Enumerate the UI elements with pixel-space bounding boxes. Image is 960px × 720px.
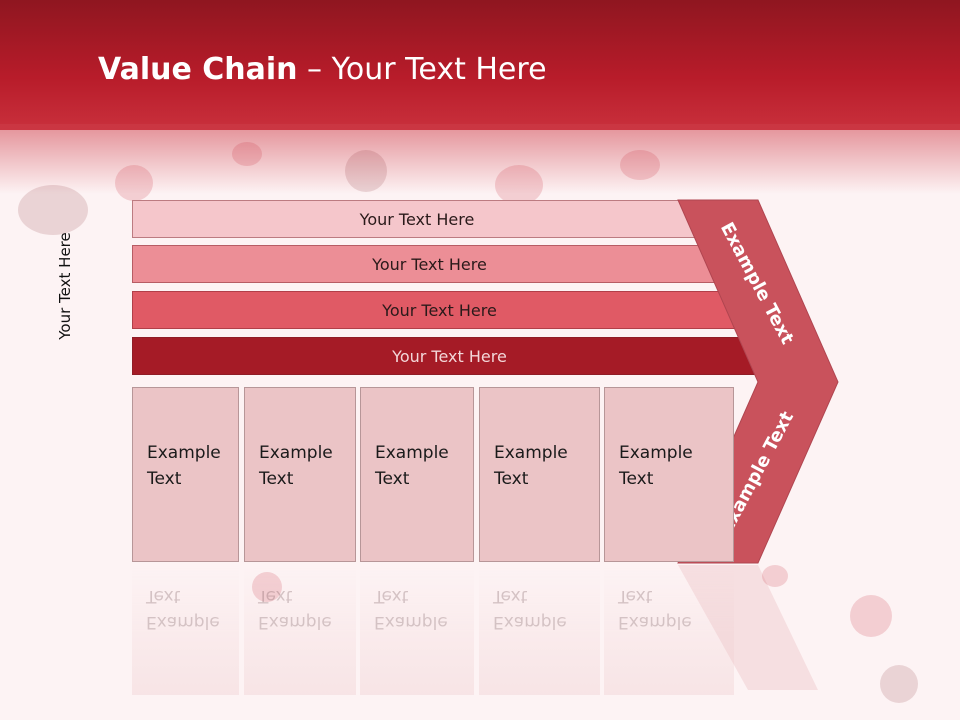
reflection-line: Text [374, 586, 409, 606]
column-line1: Example [147, 443, 221, 463]
bar-label: Your Text Here [382, 300, 497, 320]
reflection-line: Text [258, 586, 293, 606]
splatter-blob [620, 150, 660, 180]
bar-label: Your Text Here [359, 209, 475, 229]
column-reflection: Example Text [479, 565, 600, 695]
splatter-blob [252, 572, 282, 602]
column-line2: Text [147, 469, 182, 489]
reflection-line: Example [493, 612, 567, 632]
bar-row-4: Your Text Here [132, 337, 767, 375]
column-line2: Text [619, 469, 654, 489]
column-line2: Text [375, 469, 410, 489]
reflection-line: Example [146, 612, 220, 632]
reflection-line: Text [618, 586, 653, 606]
column-line2: Text [494, 469, 529, 489]
splatter-blob [18, 185, 88, 235]
page-title: Value Chain – Your Text Here [98, 52, 547, 87]
bar-label: Your Text Here [392, 346, 507, 366]
column-reflection: Example Text [604, 565, 734, 695]
chevron-shape [677, 199, 839, 564]
chevron-reflection [678, 565, 818, 690]
reflection-line: Text [146, 586, 181, 606]
bar-row-2: Your Text Here [132, 245, 727, 283]
column-line1: Example [259, 443, 333, 463]
splatter-blob [880, 665, 918, 703]
column-line1: Example [619, 443, 693, 463]
splatter-blob [762, 565, 788, 587]
bar-row-1: Your Text Here [132, 200, 702, 238]
title-rest: – Your Text Here [297, 52, 547, 87]
splatter-blob [850, 595, 892, 637]
splatter-blob [345, 150, 387, 192]
header-banner [0, 0, 960, 130]
column-line1: Example [375, 443, 449, 463]
splatter-blob [115, 165, 153, 201]
title-bold: Value Chain [98, 52, 298, 87]
column-line2: Text [259, 469, 294, 489]
header-fade [0, 124, 960, 194]
column-line1: Example [494, 443, 568, 463]
reflection-line: Example [374, 612, 448, 632]
column-reflection: Example Text [360, 565, 474, 695]
splatter-blob [495, 165, 543, 205]
bar-label: Your Text Here [372, 254, 487, 274]
reflection-line: Example [258, 612, 332, 632]
reflection-line: Text [493, 586, 528, 606]
reflection-line: Example [618, 612, 692, 632]
bar-row-3: Your Text Here [132, 291, 747, 329]
splatter-blob [232, 142, 262, 166]
column-reflection: Example Text [244, 565, 356, 695]
column-reflection: Example Text [132, 565, 239, 695]
